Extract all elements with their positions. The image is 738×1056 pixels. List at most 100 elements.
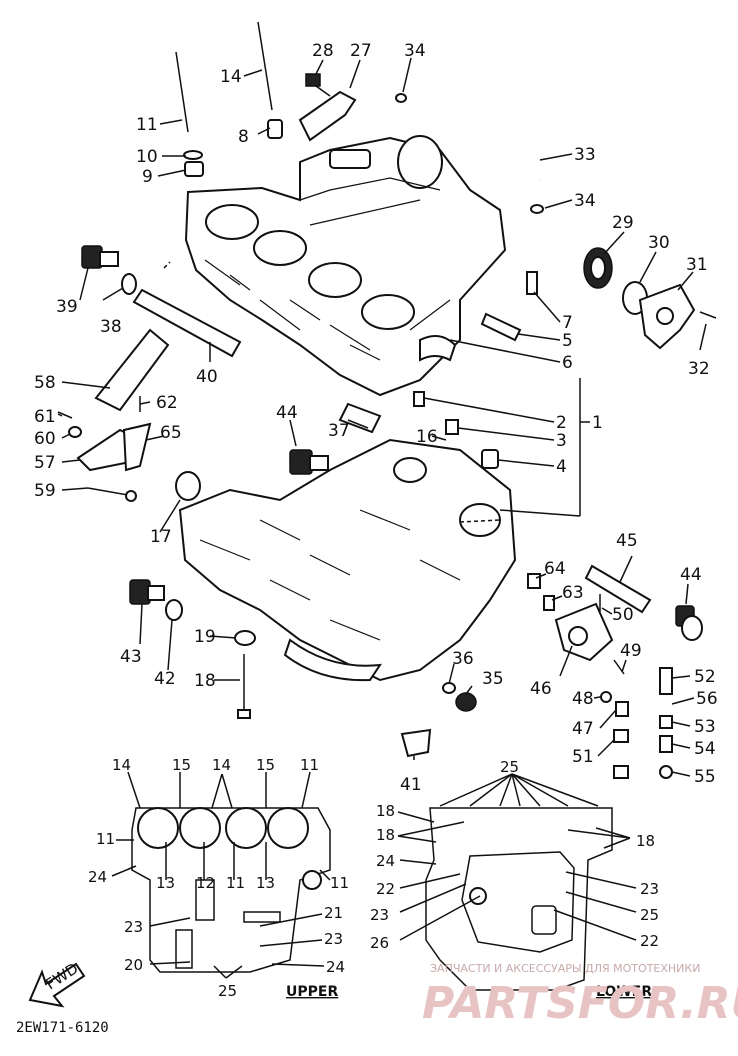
label-l18c: 18 [636,832,655,850]
label-p34b: 34 [574,191,596,211]
label-u24b: 24 [326,958,345,976]
label-p63: 63 [562,583,584,603]
label-u24: 24 [88,868,107,886]
label-u25: 25 [218,982,237,1000]
label-p56: 56 [696,689,718,709]
label-p53: 53 [694,717,716,737]
label-p17: 17 [150,527,172,547]
label-u15a: 15 [172,756,191,774]
label-p1: 1 [592,413,603,433]
label-p57: 57 [34,453,56,473]
label-p10: 10 [136,147,158,167]
label-p36: 36 [452,649,474,669]
label-p38: 38 [100,317,122,337]
label-p7: 7 [562,313,573,333]
label-l22b: 22 [640,932,659,950]
upper-bolt-layout: 14 15 14 15 11 11 24 13 12 11 13 11 23 2… [88,756,349,1000]
label-p8: 8 [238,127,249,147]
label-p52: 52 [694,667,716,687]
label-p16: 16 [416,427,438,447]
label-p55: 55 [694,767,716,787]
label-l18a: 18 [376,802,395,820]
label-l26: 26 [370,934,389,952]
label-l23a: 23 [370,906,389,924]
label-l25b: 25 [640,906,659,924]
lower-crankcase [178,438,517,682]
label-u21: 21 [324,904,343,922]
label-p32: 32 [688,359,710,379]
part-labels: 11 14 8 10 9 28 27 34 33 34 29 30 31 32 … [34,41,718,795]
label-l18b: 18 [376,826,395,844]
label-p35: 35 [482,669,504,689]
label-p5: 5 [562,331,573,351]
label-p51: 51 [572,747,594,767]
label-p31: 31 [686,255,708,275]
label-p62: 62 [156,393,178,413]
label-p29: 29 [612,213,634,233]
label-p3: 3 [556,431,567,451]
label-p11: 11 [136,115,158,135]
label-p9: 9 [142,167,153,187]
label-p43: 43 [120,647,142,667]
label-p65: 65 [160,423,182,443]
label-p14: 14 [220,67,242,87]
upper-caption: UPPER [286,984,338,1000]
label-l22a: 22 [376,880,395,898]
diagram-part-number: 2EW171-6120 [16,1020,109,1036]
label-l24: 24 [376,852,395,870]
label-u11d: 11 [330,874,349,892]
lower-bolt-layout: 25 18 18 18 24 22 23 26 23 25 22 LOWER [370,758,659,1000]
watermark-small: ЗАПЧАСТИ И АКСЕССУАРЫ ДЛЯ МОТОТЕХНИКИ [430,962,700,975]
lower-caption: LOWER [596,984,652,1000]
label-p58: 58 [34,373,56,393]
label-p61: 61 [34,407,56,427]
label-u13b: 13 [256,874,275,892]
label-u11b: 11 [96,830,115,848]
label-p18: 18 [194,671,216,691]
label-u11c: 11 [226,874,245,892]
watermark-large: PARTSFOR.RU [422,978,738,1029]
label-p19: 19 [194,627,216,647]
label-p6: 6 [562,353,573,373]
label-u23: 23 [124,918,143,936]
label-p47: 47 [572,719,594,739]
label-p64: 64 [544,559,566,579]
upper-crankcase [184,135,507,397]
label-l25a: 25 [500,758,519,776]
label-p2: 2 [556,413,567,433]
label-u11a: 11 [300,756,319,774]
label-p30: 30 [648,233,670,253]
label-p45: 45 [616,531,638,551]
label-u12: 12 [196,874,215,892]
label-u14a: 14 [112,756,131,774]
label-p28: 28 [312,41,334,61]
label-p41: 41 [400,775,422,795]
label-p60: 60 [34,429,56,449]
label-p39: 39 [56,297,78,317]
label-p37: 37 [328,421,350,441]
label-p54: 54 [694,739,716,759]
label-p48: 48 [572,689,594,709]
label-p33: 33 [574,145,596,165]
label-u23b: 23 [324,930,343,948]
label-u15b: 15 [256,756,275,774]
watermark: ЗАПЧАСТИ И АКСЕССУАРЫ ДЛЯ МОТОТЕХНИКИ PA… [422,962,738,1029]
label-u13a: 13 [156,874,175,892]
label-p42: 42 [154,669,176,689]
label-u14b: 14 [212,756,231,774]
label-p44a: 44 [276,403,298,423]
label-p44b: 44 [680,565,702,585]
label-p40: 40 [196,367,218,387]
label-p59: 59 [34,481,56,501]
label-p27: 27 [350,41,372,61]
label-p50: 50 [612,605,634,625]
leader-lines [57,57,707,777]
label-p46: 46 [530,679,552,699]
fwd-arrow: FWD [28,959,86,1008]
label-p4: 4 [556,457,567,477]
label-l23b: 23 [640,880,659,898]
label-u20: 20 [124,956,143,974]
label-p49: 49 [620,641,642,661]
label-p34a: 34 [404,41,426,61]
